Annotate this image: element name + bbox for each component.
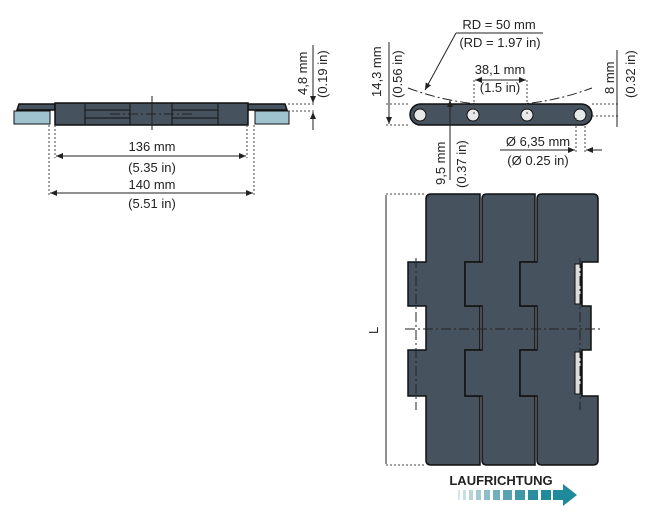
- pin-hole: [466, 108, 480, 122]
- radius-in: (RD = 1.97 in): [459, 35, 540, 50]
- direction-label: LAUFRICHTUNG: [449, 473, 552, 488]
- insert: [574, 351, 582, 395]
- pitch-mm: 38,1 mm: [475, 62, 526, 77]
- inner-width-in: (5.35 in): [128, 160, 176, 175]
- chain-profile: [409, 103, 593, 126]
- pitch-in: (1.5 in): [480, 80, 520, 95]
- profile-view: RD = 50 mm (RD = 1.97 in) 38,1 mm (1.5 i…: [369, 17, 638, 188]
- pin-height-mm: 8 mm: [602, 62, 617, 95]
- height-mm: 14,3 mm: [369, 46, 384, 97]
- top-view: L: [366, 193, 600, 466]
- left-wear-strip: [13, 110, 51, 125]
- link-height-mm: 9,5 mm: [433, 142, 448, 185]
- height-in: (0.56 in): [390, 50, 405, 98]
- right-wing: [247, 103, 289, 111]
- inner-width-mm: 136 mm: [129, 139, 176, 154]
- link-height-in: (0.37 in): [454, 140, 469, 188]
- length-label: L: [366, 327, 381, 334]
- thickness-mm: 4,8 mm: [295, 52, 310, 95]
- side-view: 136 mm (5.35 in) 140 mm (5.51 in) 4,8 mm…: [13, 45, 330, 211]
- pin-hole: [520, 108, 534, 122]
- pin-diameter-in: (Ø 0.25 in): [507, 153, 568, 168]
- direction-indicator: LAUFRICHTUNG: [449, 473, 577, 506]
- pin-diameter-mm: Ø 6,35 mm: [506, 134, 570, 149]
- pin-height-in: (0.32 in): [623, 50, 638, 98]
- outer-width-in: (5.51 in): [128, 196, 176, 211]
- thickness-in: (0.19 in): [315, 50, 330, 98]
- right-wear-strip: [254, 110, 290, 125]
- radius-mm: RD = 50 mm: [462, 17, 535, 32]
- direction-arrow-icon: [458, 484, 577, 506]
- outer-width-mm: 140 mm: [129, 177, 176, 192]
- left-wing: [15, 103, 56, 111]
- pin-hole: [573, 108, 587, 122]
- pin-hole: [413, 108, 427, 122]
- insert: [574, 263, 582, 305]
